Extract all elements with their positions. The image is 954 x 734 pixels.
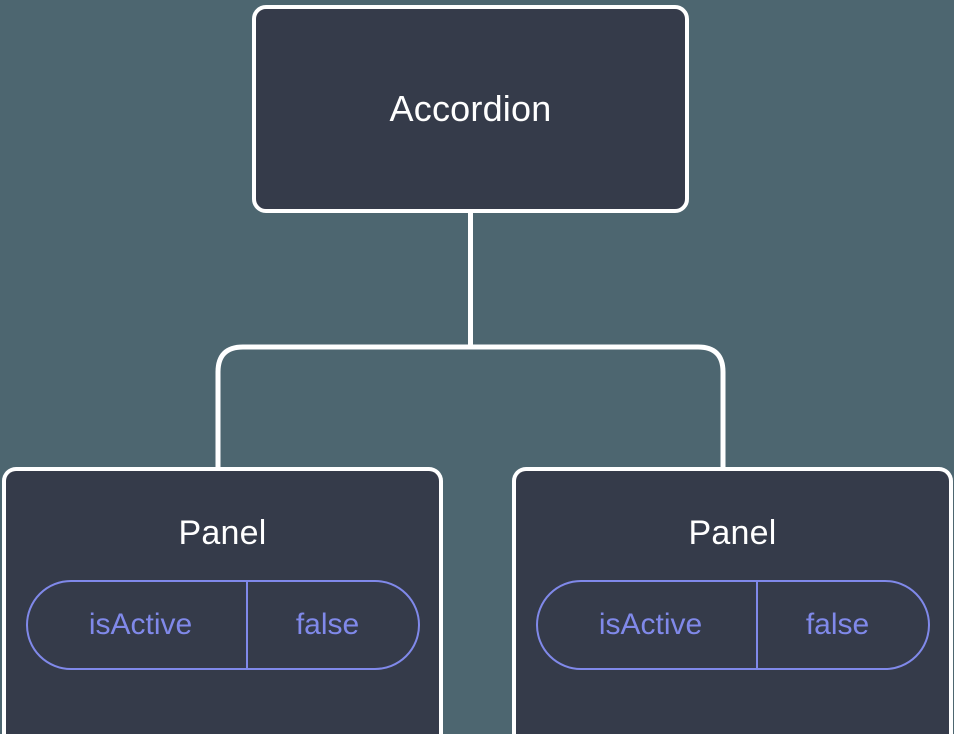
tree-node-child-1[interactable]: Panel isActive false: [512, 467, 953, 734]
tree-node-root[interactable]: Accordion: [252, 5, 689, 213]
tree-node-child-0[interactable]: Panel isActive false: [2, 467, 443, 734]
state-badge-child-0-divider: [245, 582, 248, 669]
state-badge-child-0[interactable]: isActive false: [25, 580, 420, 671]
state-badge-child-0-key: isActive: [88, 608, 193, 642]
state-badge-child-1-value: false: [805, 608, 870, 642]
tree-node-root-label: Accordion: [389, 88, 552, 130]
tree-node-child-0-label: Panel: [178, 514, 267, 552]
tree-node-child-1-label: Panel: [688, 514, 777, 552]
state-badge-child-1-divider: [755, 582, 758, 669]
state-badge-child-1-key: isActive: [598, 608, 703, 642]
state-badge-child-0-value: false: [295, 608, 360, 642]
connector-branch-bar: [215, 344, 726, 469]
state-badge-child-1[interactable]: isActive false: [535, 580, 930, 671]
